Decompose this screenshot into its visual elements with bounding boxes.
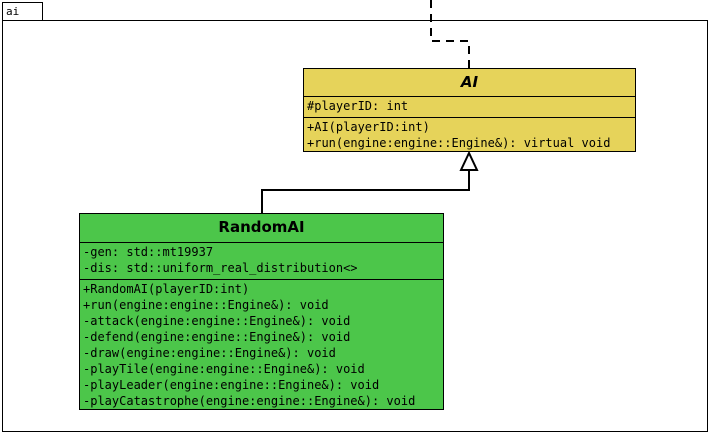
class-ai-name: AI bbox=[460, 73, 479, 91]
class-random-ai-name: RandomAI bbox=[218, 218, 305, 236]
method-ai-run: +run(engine:engine::Engine&): virtual vo… bbox=[307, 136, 611, 150]
class-random-ai[interactable]: RandomAI -gen: std::mt19937 -dis: std::u… bbox=[79, 213, 444, 410]
method-play-tile: -playTile(engine:engine::Engine&): void bbox=[83, 362, 365, 376]
method-defend: -defend(engine:engine::Engine&): void bbox=[83, 330, 351, 344]
generalization-arrowhead bbox=[459, 150, 479, 171]
attribute-player-id: #playerID: int bbox=[307, 99, 409, 113]
class-ai-methods: +AI(playerID:int) +run(engine:engine::En… bbox=[304, 117, 635, 151]
attribute-gen: -gen: std::mt19937 bbox=[83, 245, 214, 259]
method-draw: -draw(engine:engine::Engine&): void bbox=[83, 346, 336, 360]
package-name: ai bbox=[6, 5, 20, 18]
class-random-ai-methods: +RandomAI(playerID:int) +run(engine:engi… bbox=[80, 279, 443, 409]
dependency-line bbox=[430, 0, 470, 68]
method-play-catastrophe: -playCatastrophe(engine:engine::Engine&)… bbox=[83, 394, 416, 408]
method-play-leader: -playLeader(engine:engine::Engine&): voi… bbox=[83, 378, 380, 392]
class-random-ai-attributes: -gen: std::mt19937 -dis: std::uniform_re… bbox=[80, 242, 443, 279]
package-tab: ai bbox=[2, 2, 43, 21]
class-ai[interactable]: AI #playerID: int +AI(playerID:int) +run… bbox=[303, 68, 636, 152]
class-ai-attributes: #playerID: int bbox=[304, 96, 635, 117]
attribute-dis: -dis: std::uniform_real_distribution<> bbox=[83, 261, 358, 275]
generalization-line bbox=[261, 170, 470, 213]
method-random-ai-constructor: +RandomAI(playerID:int) bbox=[83, 282, 250, 296]
method-attack: -attack(engine:engine::Engine&): void bbox=[83, 314, 351, 328]
method-ai-constructor: +AI(playerID:int) bbox=[307, 120, 430, 134]
method-run: +run(engine:engine::Engine&): void bbox=[83, 298, 329, 312]
